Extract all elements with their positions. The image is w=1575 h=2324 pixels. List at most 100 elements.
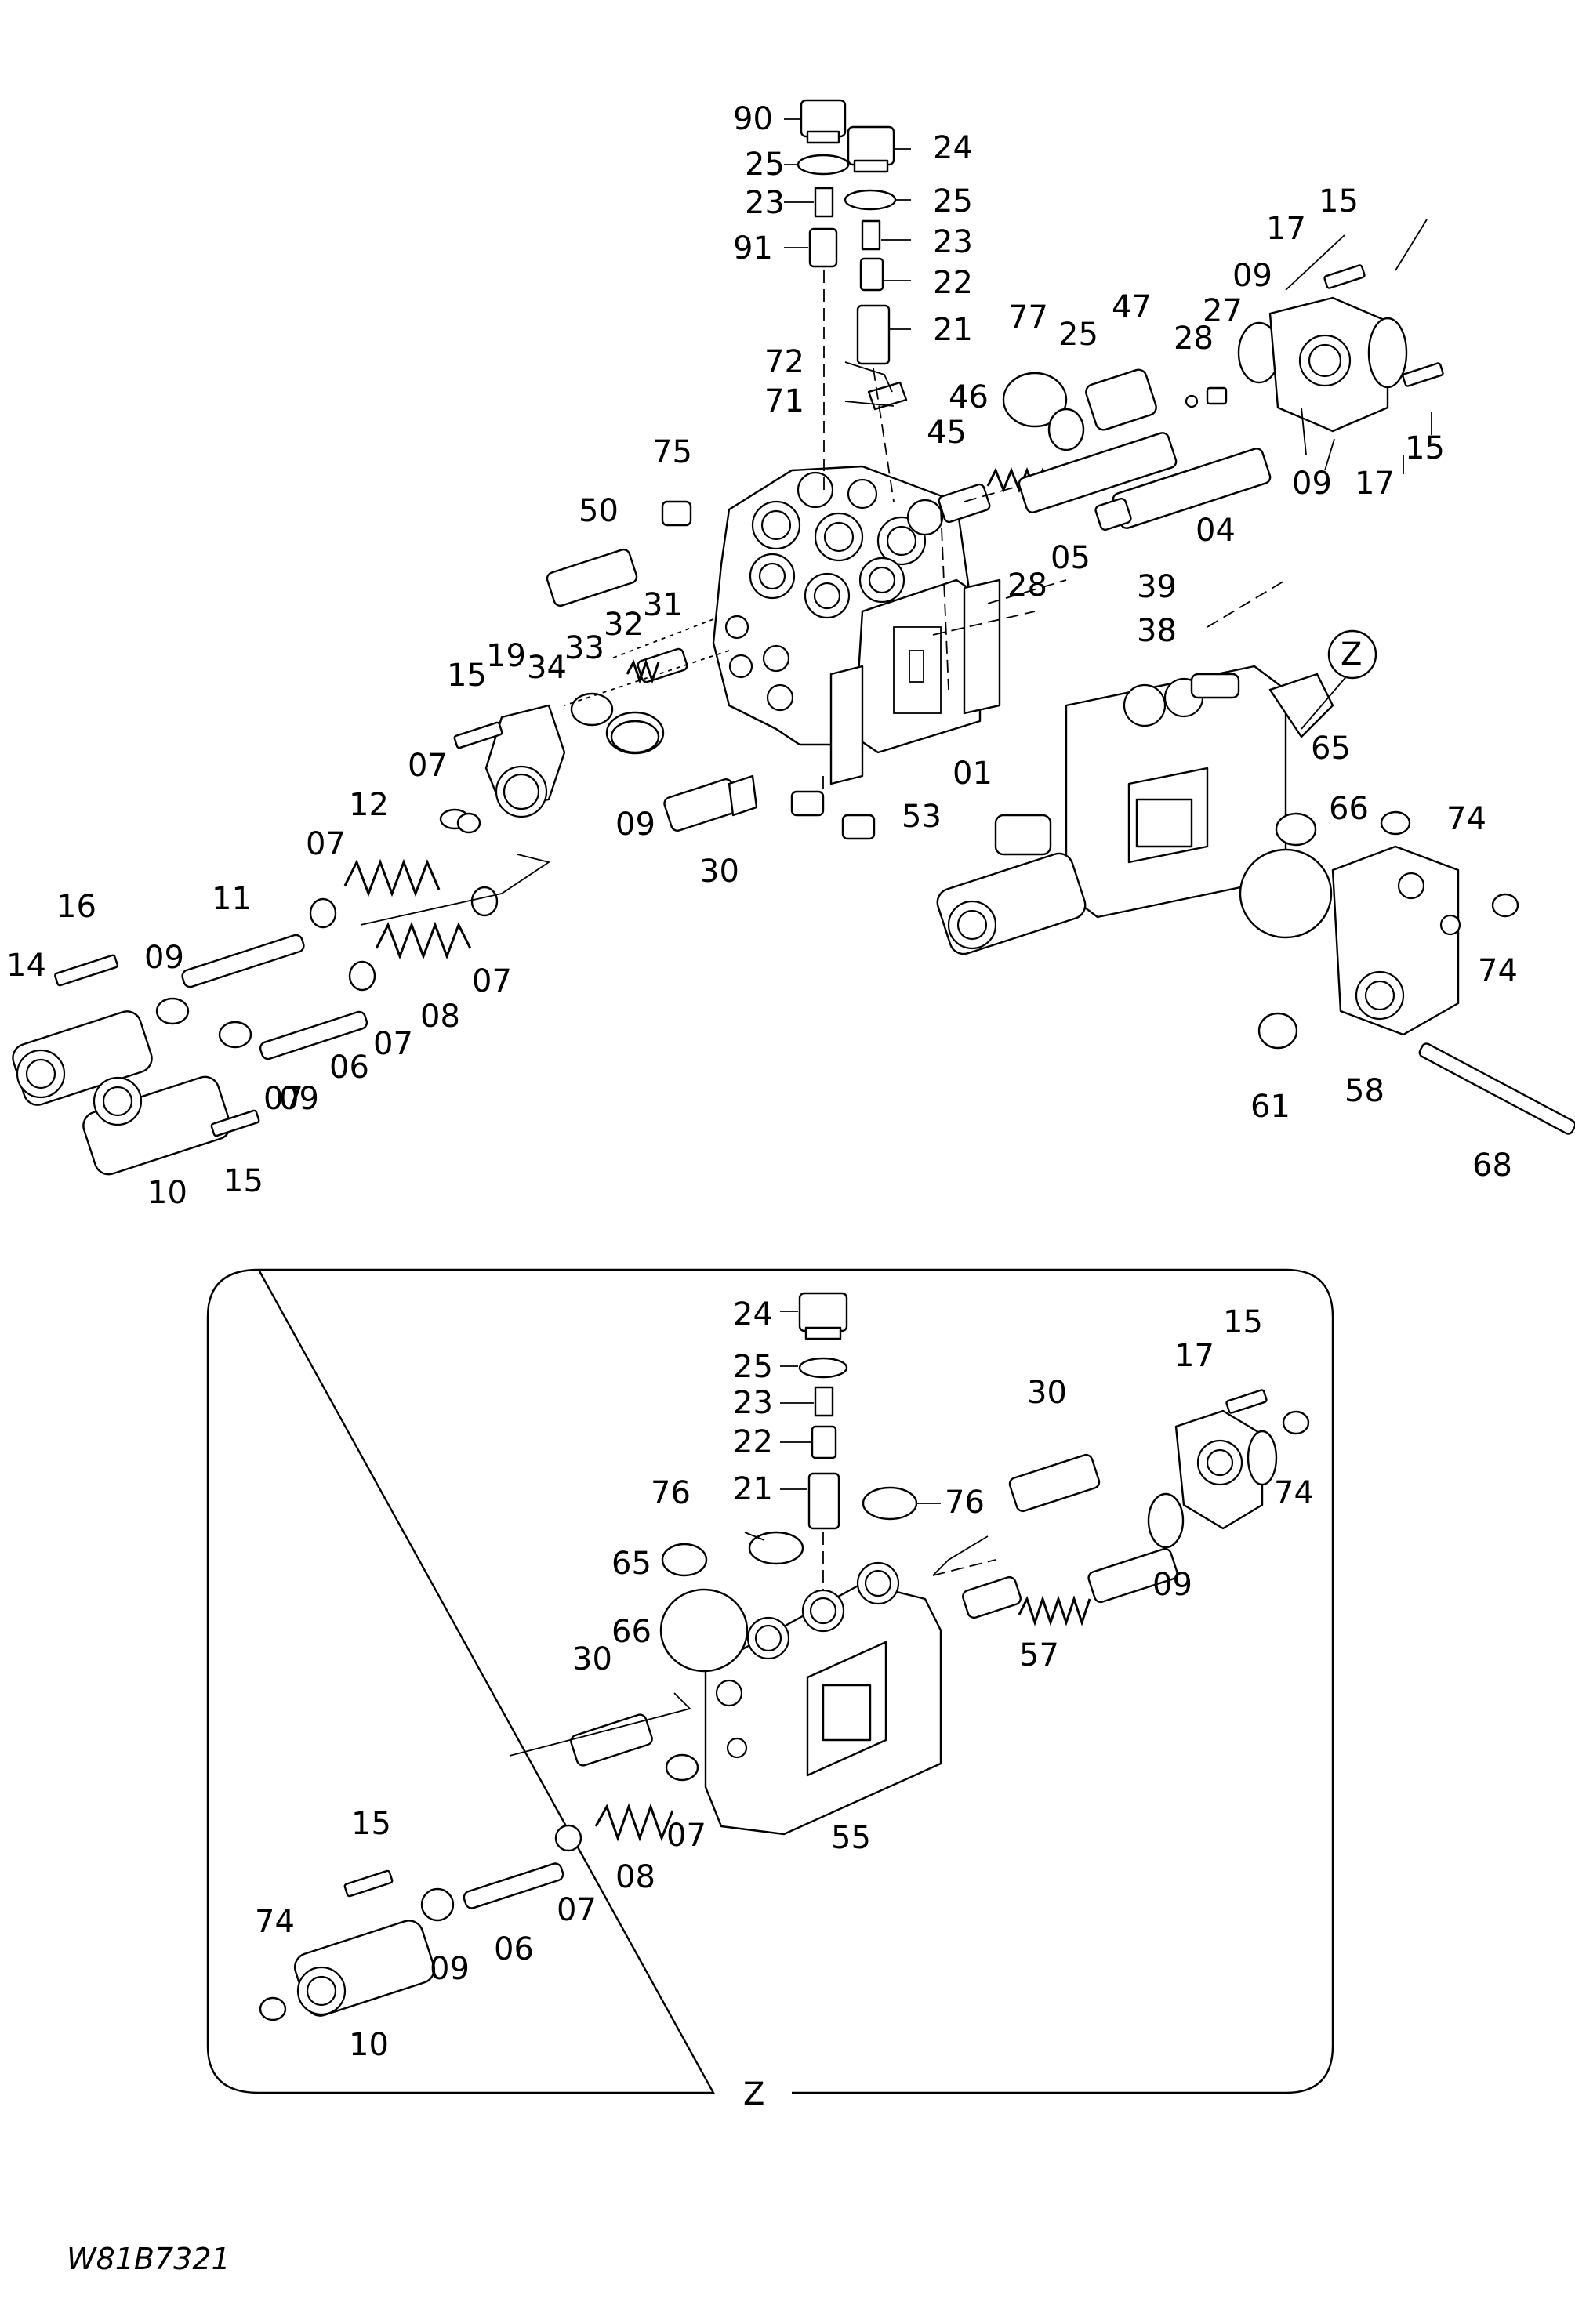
main-valve-body bbox=[712, 465, 1001, 785]
detail-valve-body bbox=[704, 1561, 942, 1836]
callout: 66 bbox=[611, 1614, 651, 1650]
callout: 91 bbox=[733, 230, 773, 266]
callout: 09 bbox=[1232, 258, 1272, 294]
detail-z-view: Z bbox=[206, 1268, 1334, 2112]
callout: 15 bbox=[1319, 183, 1359, 219]
callout: 53 bbox=[902, 799, 942, 835]
callout: 76 bbox=[945, 1485, 985, 1521]
callout: 50 bbox=[579, 493, 619, 529]
detail-callout-labels: 24 25 23 22 21 30 17 15 74 76 76 65 66 0… bbox=[255, 1296, 1314, 2063]
callout: 14 bbox=[6, 948, 46, 984]
callout: 09 bbox=[1152, 1567, 1192, 1603]
upper-left-spool-stack bbox=[12, 500, 692, 1176]
zoom-view-marker: Z bbox=[1341, 636, 1362, 673]
callout: 07 bbox=[408, 748, 448, 784]
callout: 65 bbox=[611, 1546, 651, 1582]
callout: 28 bbox=[1174, 321, 1214, 357]
callout: 58 bbox=[1345, 1073, 1384, 1109]
callout: 25 bbox=[745, 147, 785, 183]
callout: 07 bbox=[557, 1892, 597, 1928]
detail-left-parts bbox=[259, 1692, 699, 2021]
callout: 38 bbox=[1137, 613, 1177, 649]
callout: 10 bbox=[349, 2027, 389, 2063]
callout: 05 bbox=[1051, 540, 1091, 576]
callout: 09 bbox=[1292, 466, 1332, 502]
upper-bottom-parts bbox=[610, 720, 876, 840]
callout: 33 bbox=[564, 630, 604, 666]
callout: 28 bbox=[1007, 567, 1047, 604]
callout: 30 bbox=[1027, 1375, 1067, 1411]
callout: 15 bbox=[223, 1163, 263, 1199]
callout: 22 bbox=[733, 1424, 773, 1460]
callout: 04 bbox=[1196, 513, 1236, 549]
callout: 74 bbox=[1478, 953, 1518, 989]
upper-right-spool-stack bbox=[938, 264, 1444, 531]
callout: 90 bbox=[733, 101, 773, 137]
callout: 72 bbox=[764, 344, 804, 380]
callout: 07 bbox=[472, 963, 512, 999]
callout: 30 bbox=[699, 854, 739, 890]
callout: 39 bbox=[1137, 569, 1177, 605]
callout: 32 bbox=[604, 607, 644, 643]
callout: 07 bbox=[666, 1818, 706, 1854]
callout: 07 bbox=[263, 1081, 303, 1117]
callout: 09 bbox=[615, 807, 655, 843]
callout: 74 bbox=[1274, 1475, 1314, 1511]
detail-right-parts bbox=[932, 1389, 1310, 1626]
upper-callout-labels: 90 24 25 25 23 23 91 22 21 72 71 77 25 4… bbox=[6, 101, 1518, 1211]
upper-leaders bbox=[784, 118, 1432, 474]
callout: 21 bbox=[733, 1471, 773, 1507]
callout: 21 bbox=[933, 312, 973, 348]
callout: 68 bbox=[1472, 1147, 1512, 1184]
callout: 30 bbox=[572, 1641, 612, 1677]
callout: 76 bbox=[651, 1475, 691, 1511]
callout: 45 bbox=[927, 415, 967, 451]
callout: 15 bbox=[447, 658, 487, 694]
callout: 08 bbox=[615, 1859, 655, 1895]
callout: 61 bbox=[1250, 1089, 1290, 1125]
callout: 22 bbox=[933, 265, 973, 301]
callout: 24 bbox=[933, 130, 973, 166]
callout: 15 bbox=[1223, 1304, 1263, 1340]
callout: 27 bbox=[1203, 293, 1243, 329]
callout: 19 bbox=[486, 638, 526, 674]
callout: 31 bbox=[643, 587, 683, 623]
callout: 01 bbox=[953, 756, 993, 792]
callout: 07 bbox=[373, 1026, 413, 1062]
callout: 57 bbox=[1019, 1637, 1059, 1673]
callout: 71 bbox=[764, 383, 804, 419]
callout: 17 bbox=[1355, 466, 1395, 502]
callout: 66 bbox=[1329, 791, 1369, 827]
callout: 06 bbox=[329, 1050, 369, 1086]
callout: 09 bbox=[430, 1951, 470, 1987]
callout: 47 bbox=[1112, 289, 1152, 325]
callout: 17 bbox=[1174, 1338, 1214, 1374]
upper-exploded-view: 90 24 25 25 23 23 91 22 21 72 71 77 25 4… bbox=[6, 99, 1575, 1211]
callout: 15 bbox=[351, 1806, 391, 1842]
callout: 12 bbox=[349, 787, 389, 823]
upper-top-stack bbox=[797, 99, 908, 502]
detail-view-label: Z bbox=[743, 2076, 764, 2112]
callout: 23 bbox=[745, 185, 785, 221]
callout: 10 bbox=[147, 1175, 187, 1211]
callout: 65 bbox=[1311, 731, 1351, 767]
callout: 06 bbox=[494, 1931, 534, 1967]
callout: 74 bbox=[1446, 801, 1486, 837]
callout: 34 bbox=[527, 650, 567, 686]
callout: 09 bbox=[279, 1081, 319, 1117]
callout: 25 bbox=[733, 1349, 773, 1385]
callout: 24 bbox=[733, 1296, 773, 1332]
callout: 25 bbox=[1058, 317, 1098, 353]
callout: 17 bbox=[1266, 211, 1306, 247]
callout: 25 bbox=[933, 183, 973, 219]
callout: 55 bbox=[831, 1820, 871, 1856]
callout: 16 bbox=[56, 889, 96, 925]
callout: 74 bbox=[255, 1904, 295, 1940]
callout: 77 bbox=[1008, 299, 1048, 335]
upper-z-subassembly bbox=[936, 629, 1575, 1135]
callout: 23 bbox=[933, 224, 973, 260]
callout: 08 bbox=[420, 999, 460, 1035]
upper-guide-lines bbox=[564, 579, 1286, 807]
